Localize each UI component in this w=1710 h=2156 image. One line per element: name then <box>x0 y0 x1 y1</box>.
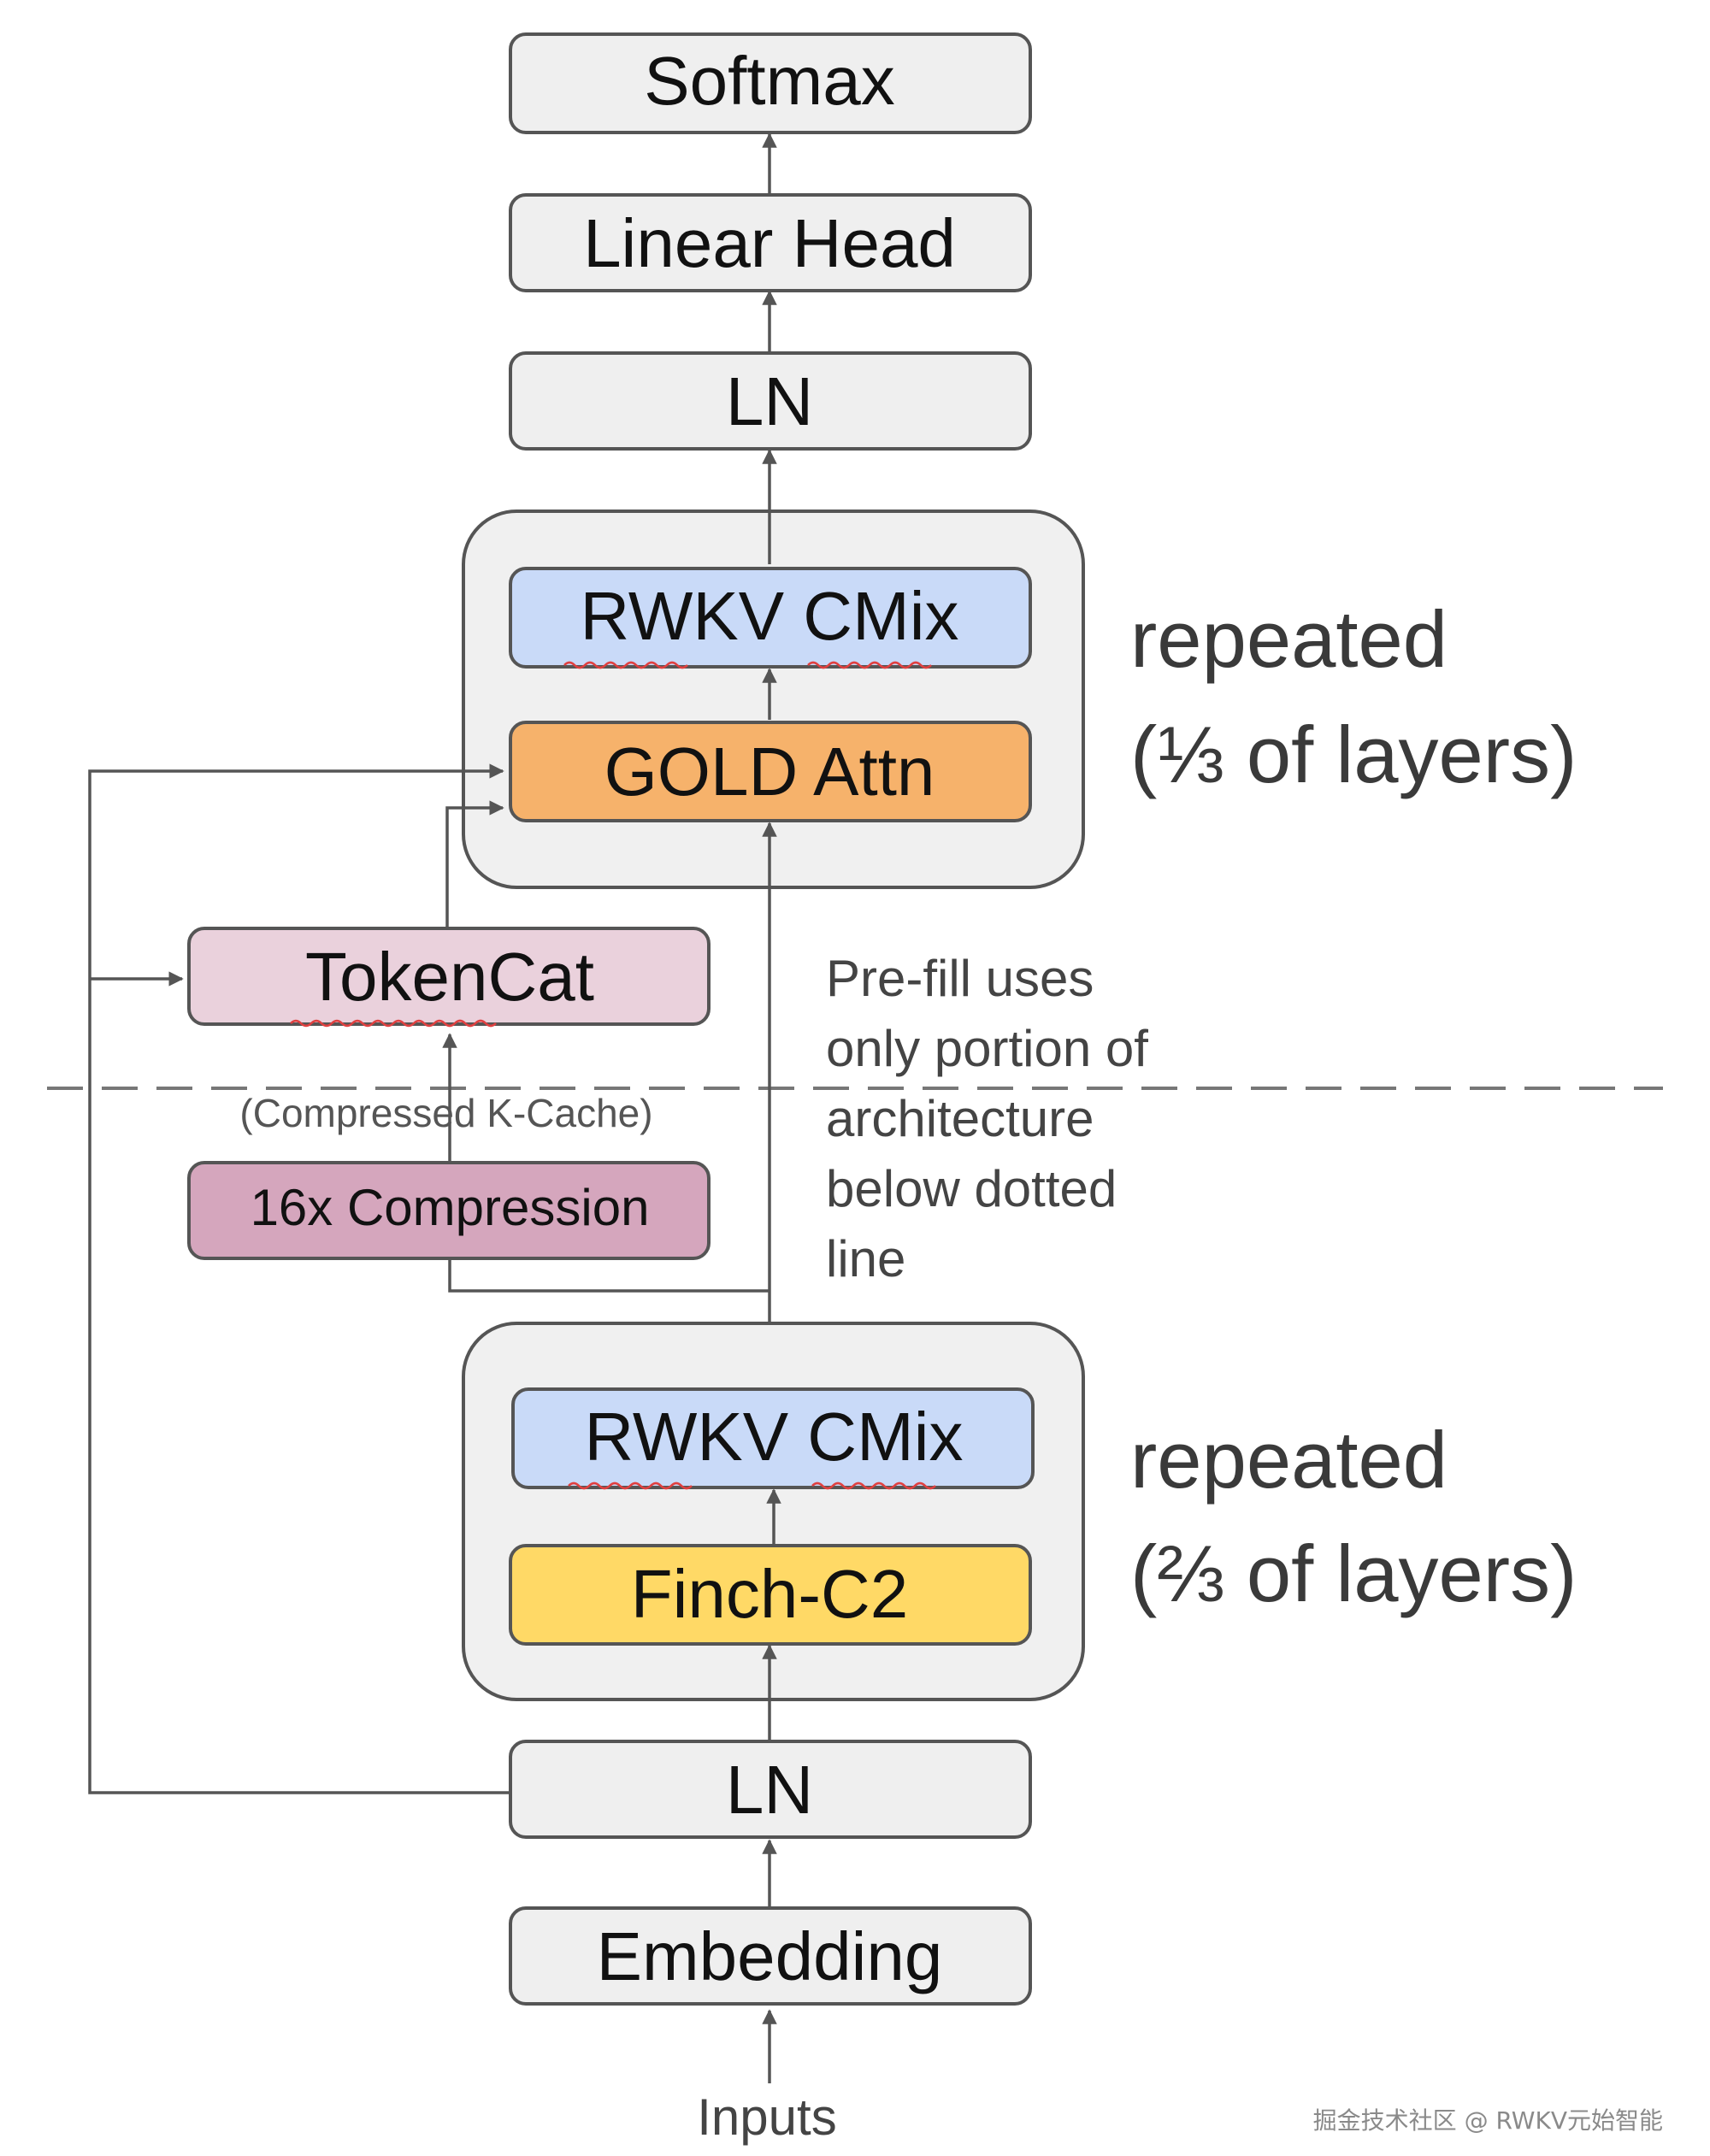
repeated-bottom-annotation: repeated (⅔ of layers) <box>1130 1415 1577 1618</box>
finch-c2-block: Finch-C2 <box>509 1544 1032 1646</box>
ln-bottom-label: LN <box>726 1752 813 1828</box>
softmax-label: Softmax <box>644 43 894 119</box>
spellcheck-squiggle <box>568 1482 693 1490</box>
rwkv-cmix-bottom-label: RWKV CMix <box>585 1399 964 1475</box>
gold-attn-block: GOLD Attn <box>509 721 1032 822</box>
repeated-bottom-line1: repeated <box>1130 1415 1448 1505</box>
prefill-note: Pre-fill uses only portion of architectu… <box>826 950 1148 1287</box>
prefill-note-line: below dotted <box>826 1160 1117 1217</box>
prefill-note-line: line <box>826 1230 905 1287</box>
prefill-note-line: Pre-fill uses <box>826 950 1094 1007</box>
gold-attn-label: GOLD Attn <box>604 733 935 810</box>
skip-ln-to-gold-attn <box>88 763 510 1794</box>
ln-top-block: LN <box>509 351 1032 451</box>
inputs-label: Inputs <box>697 2088 836 2146</box>
linear-head-block: Linear Head <box>509 193 1032 292</box>
softmax-block: Softmax <box>509 32 1032 134</box>
repeated-top-line1: repeated <box>1130 594 1448 684</box>
repeated-top-annotation: repeated (⅓ of layers) <box>1130 594 1577 799</box>
rwkv-cmix-top-label: RWKV CMix <box>581 578 959 654</box>
linear-head-label: Linear Head <box>583 205 956 281</box>
ln-bottom-block: LN <box>509 1740 1032 1839</box>
compression-block: 16x Compression <box>187 1161 711 1260</box>
rwkv-cmix-bottom-block: RWKV CMix <box>511 1387 1035 1490</box>
tokencat-block: TokenCat <box>187 927 711 1028</box>
watermark: 掘金技术社区 @ RWKV元始智能 <box>1313 2106 1663 2135</box>
finch-c2-label: Finch-C2 <box>631 1556 909 1632</box>
ln-top-label: LN <box>726 363 813 439</box>
spellcheck-squiggle <box>811 1482 936 1490</box>
compression-label: 16x Compression <box>251 1179 650 1236</box>
prefill-note-line: architecture <box>826 1090 1094 1147</box>
embedding-label: Embedding <box>597 1918 943 1994</box>
spellcheck-squiggle <box>807 661 932 669</box>
prefill-note-line: only portion of <box>826 1020 1148 1077</box>
rwkv-cmix-top-block: RWKV CMix <box>509 567 1032 669</box>
embedding-block: Embedding <box>509 1906 1032 2006</box>
repeated-top-line2: (⅓ of layers) <box>1130 710 1577 799</box>
branch-to-compression <box>448 1260 770 1293</box>
repeated-bottom-line2: (⅔ of layers) <box>1130 1529 1577 1618</box>
tokencat-label: TokenCat <box>305 939 594 1015</box>
spellcheck-squiggle <box>290 1019 497 1028</box>
spellcheck-squiggle <box>563 661 688 669</box>
arrow-tokencat-to-gold-attn <box>445 800 504 928</box>
compressed-kcache-label: (Compressed K-Cache) <box>239 1091 652 1135</box>
